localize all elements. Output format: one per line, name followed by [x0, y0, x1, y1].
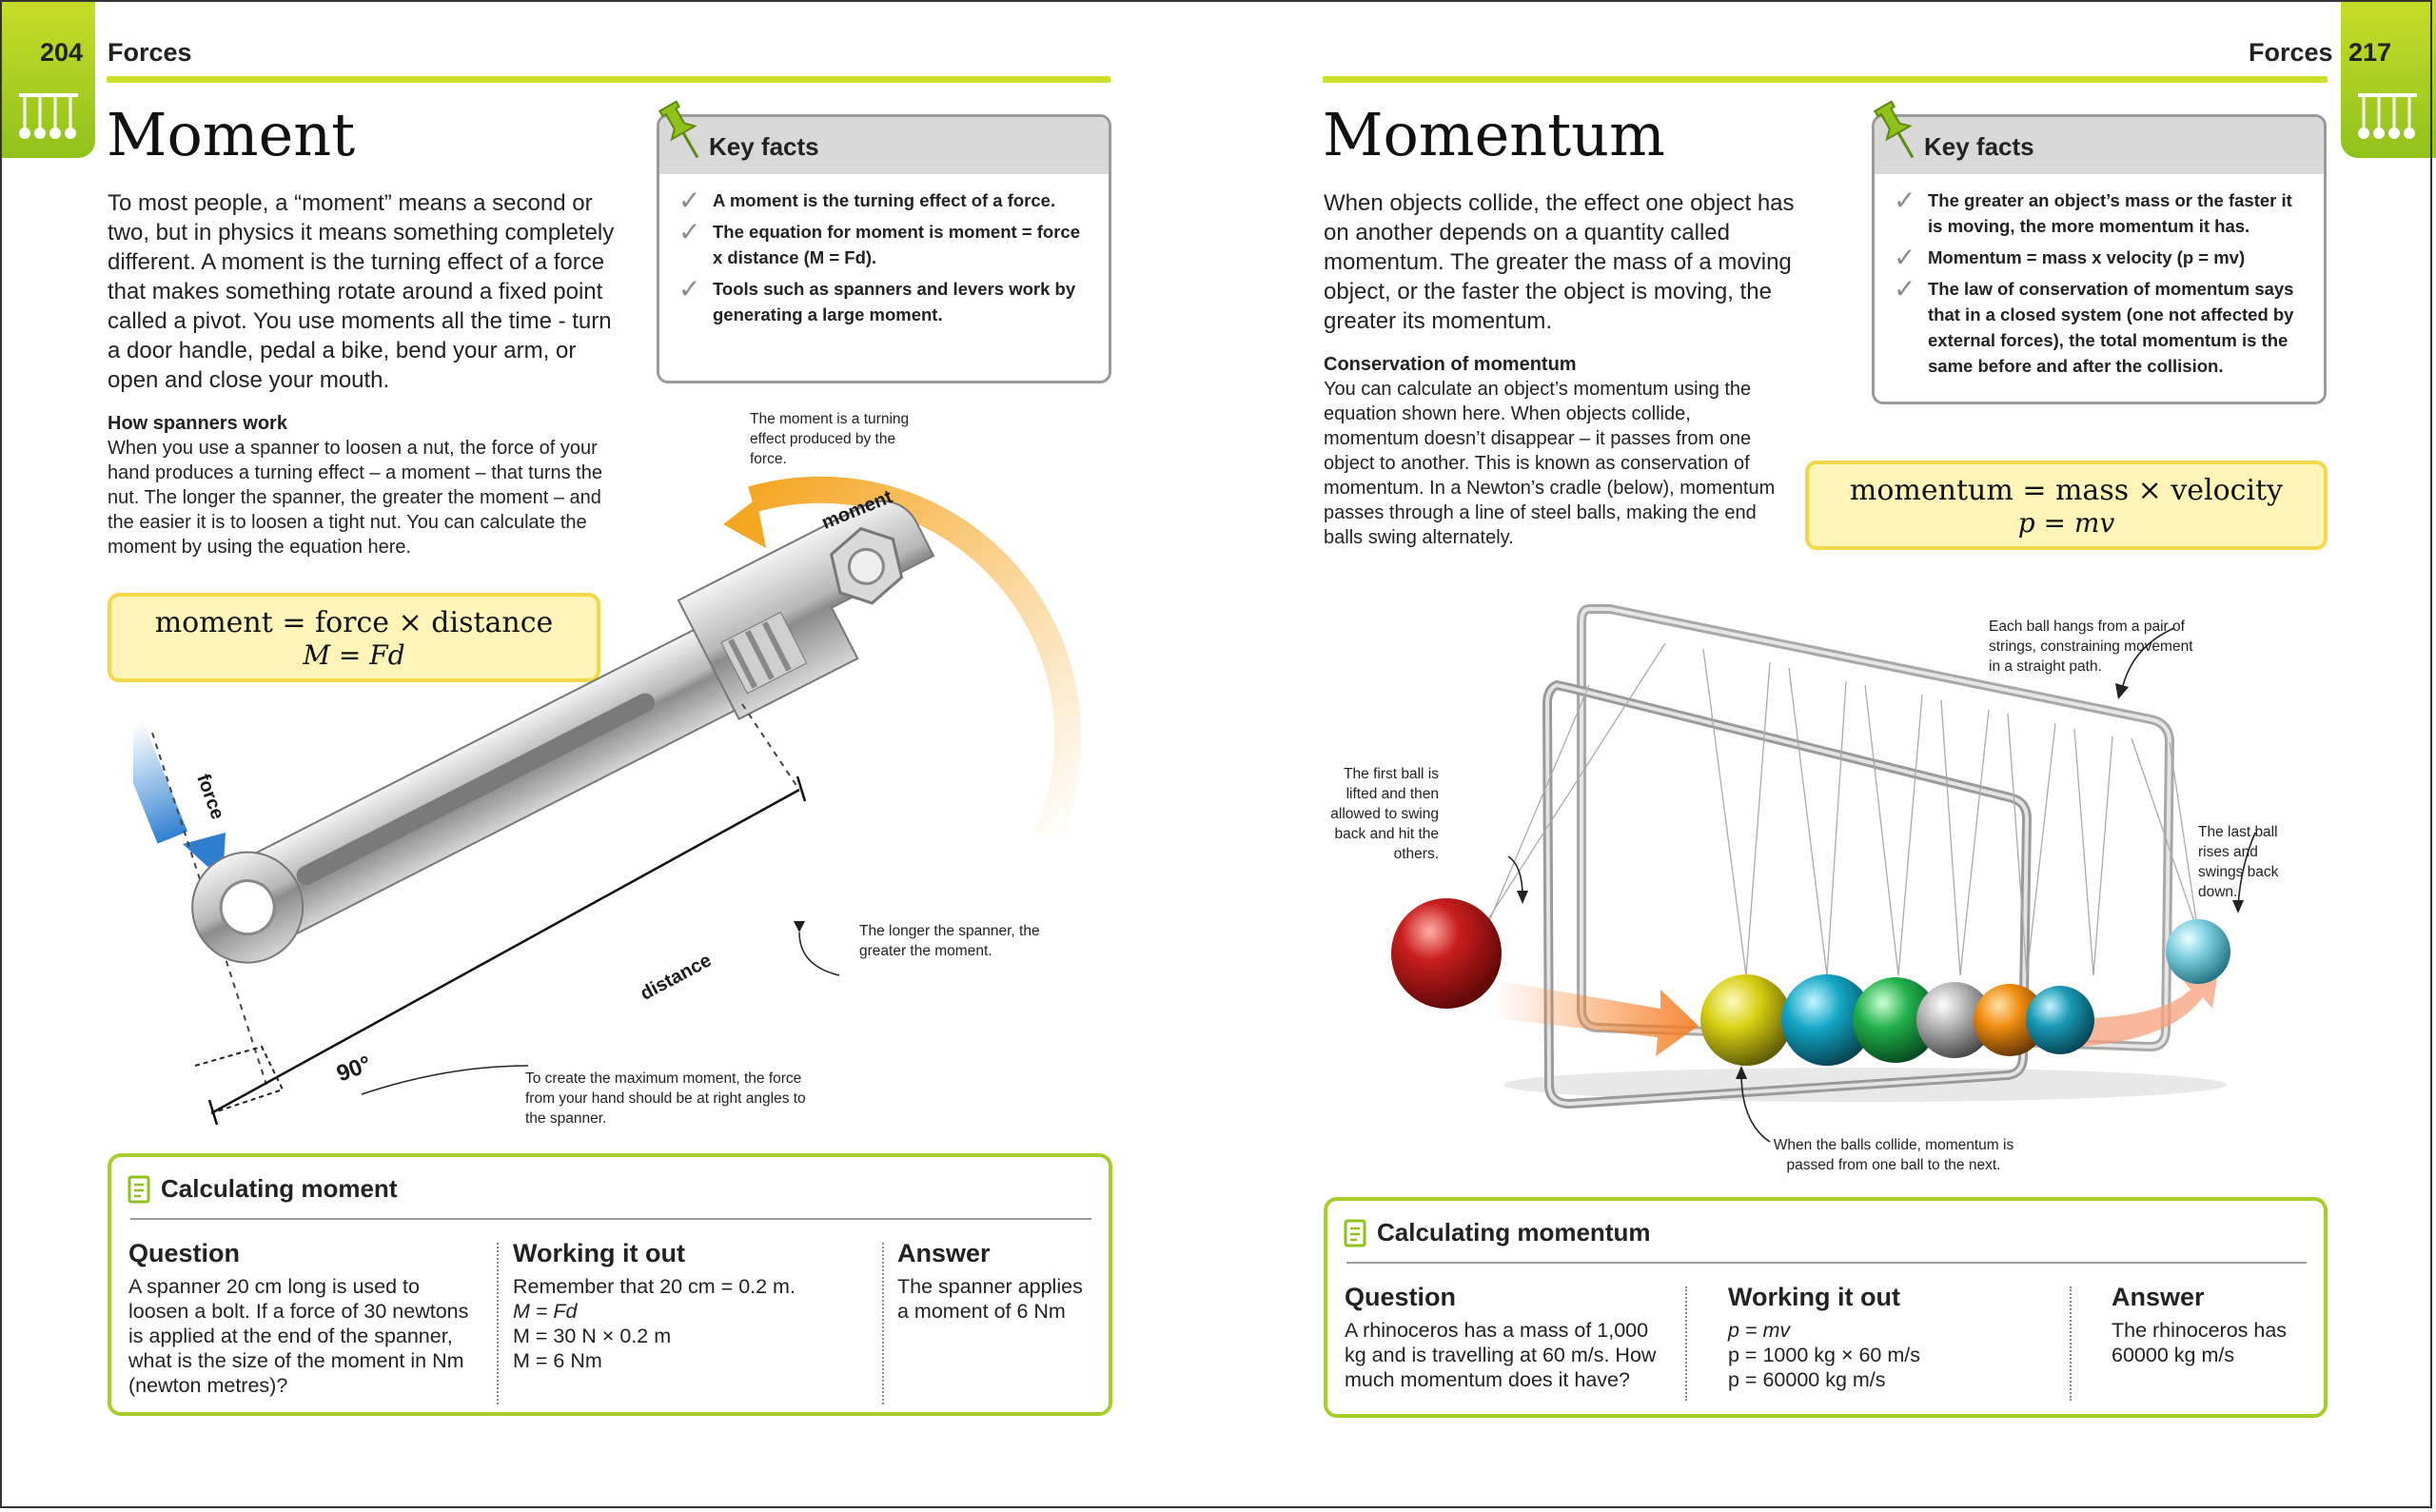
calc-working-line: Remember that 20 cm = 0.2 m.	[513, 1275, 796, 1298]
left-intro-text: To most people, a “moment” means a secon…	[108, 190, 615, 393]
spanner-image	[191, 500, 935, 964]
calc-working-line: M = 6 Nm	[513, 1349, 602, 1372]
calc-working-line: p = mv	[1728, 1319, 1791, 1342]
left-page-number: 204	[40, 38, 84, 67]
left-section-label: Forces	[108, 38, 192, 67]
calc-momentum-title: Calculating momentum	[1377, 1218, 1651, 1247]
right-header-rule	[1323, 76, 2328, 83]
left-header-rule	[107, 76, 1110, 83]
check-icon: ✓	[678, 186, 701, 215]
left-key-facts-box: Key facts ✓A moment is the turning effec…	[657, 114, 1111, 383]
calc-answer-column: Answer The rhinoceros has 60000 kg m/s	[2112, 1283, 2311, 1367]
calc-question-text: A rhinoceros has a mass of 1,000 kg and …	[1345, 1319, 1657, 1391]
left-key-fact: ✓A moment is the turning effect of a for…	[678, 186, 1056, 215]
calc-working-line: p = 1000 kg × 60 m/s	[1728, 1344, 1920, 1366]
newtons-cradle-icon	[2358, 93, 2417, 139]
check-icon: ✓	[1894, 186, 1916, 215]
moment-caption: The moment is a turning effect produced …	[750, 411, 910, 467]
green-ball	[1853, 977, 1938, 1063]
calc-working-line: M = Fd	[513, 1300, 578, 1323]
right-key-facts-box: Key facts ✓The greater an object’s mass …	[1872, 114, 2327, 404]
end-ball	[2166, 919, 2230, 984]
moment-equation-box: moment = force × distance M = Fd	[108, 593, 600, 682]
left-subtext: When you use a spanner to loosen a nut, …	[108, 438, 602, 558]
calc-moment-title: Calculating moment	[161, 1174, 398, 1203]
right-key-fact: ✓The law of conservation of momentum say…	[1894, 274, 2294, 377]
right-chapter-tab	[2341, 0, 2436, 158]
moment-equation: moment = force × distance	[154, 606, 554, 639]
calculating-moment-box: Calculating moment Question A spanner 20…	[108, 1153, 1112, 1416]
right-intro-text: When objects collide, the effect one obj…	[1324, 190, 1795, 334]
first-ball-caption: The first ball is lifted and then allowe…	[1330, 766, 1439, 862]
moment-arrowhead	[723, 499, 766, 548]
right-key-fact: ✓The greater an object’s mass or the fas…	[1894, 186, 2292, 237]
teal-ball	[2026, 986, 2094, 1054]
moment-arc	[748, 476, 1082, 843]
calc-working-heading: Working it out	[1728, 1283, 1900, 1311]
calc-question-heading: Question	[128, 1239, 241, 1267]
longer-spanner-caption: The longer the spanner, the greater the …	[859, 923, 1040, 959]
left-subhead: How spanners work	[108, 413, 287, 434]
newtons-cradle-diagram	[1391, 604, 2256, 1143]
left-key-fact: ✓Tools such as spanners and levers work …	[678, 274, 1076, 325]
right-page-number: 217	[2348, 38, 2392, 67]
silver-ball	[1916, 982, 1993, 1058]
calc-question-text: A spanner 20 cm long is used to loosen a…	[128, 1275, 469, 1397]
left-key-fact: ✓The equation for moment is moment = for…	[678, 217, 1080, 268]
calc-working-column: Working it out Remember that 20 cm = 0.2…	[513, 1239, 865, 1373]
right-section-label: Forces	[2249, 38, 2333, 67]
calc-working-column: Working it out p = mv p = 1000 kg × 60 m…	[1728, 1283, 2052, 1392]
orange-ball	[1974, 984, 2046, 1056]
yellow-ball	[1700, 974, 1792, 1066]
calc-answer-text: The spanner applies a moment of 6 Nm	[897, 1275, 1083, 1323]
momentum-arrow-out	[2074, 966, 2219, 1047]
calc-working-line: M = 30 N × 0.2 m	[513, 1325, 672, 1347]
force-arrow-shaft	[133, 721, 188, 844]
calc-question-column: Question A spanner 20 cm long is used to…	[128, 1239, 481, 1398]
calc-question-heading: Question	[1345, 1283, 1457, 1311]
calc-working-heading: Working it out	[513, 1239, 685, 1267]
pushpin-icon	[658, 100, 699, 159]
calc-answer-column: Answer The spanner applies a moment of 6…	[897, 1239, 1097, 1324]
check-icon: ✓	[1894, 243, 1916, 272]
calc-answer-heading: Answer	[897, 1239, 991, 1267]
calc-working-line: p = 60000 kg m/s	[1728, 1368, 1886, 1391]
calc-question-column: Question A rhinoceros has a mass of 1,00…	[1345, 1283, 1673, 1392]
calc-answer-text: The rhinoceros has 60000 kg m/s	[2112, 1319, 2288, 1366]
right-key-facts-heading: Key facts	[1875, 117, 2324, 174]
check-icon: ✓	[1894, 274, 1916, 304]
momentum-equation-symbols: p = mv	[2017, 507, 2115, 539]
moment-equation-symbols: M = Fd	[303, 639, 405, 671]
last-ball-caption: The last ball rises and swings back down…	[2198, 824, 2279, 900]
cyan-ball	[1781, 974, 1873, 1066]
right-key-fact: ✓Momentum = mass x velocity (p = mv)	[1894, 243, 2246, 272]
right-subhead: Conservation of momentum	[1324, 354, 1577, 375]
calc-answer-heading: Answer	[2112, 1283, 2205, 1311]
check-icon: ✓	[678, 274, 701, 304]
collide-caption: When the balls collide, momentum is pass…	[1773, 1137, 2014, 1173]
pushpin-icon	[1873, 100, 1915, 159]
check-icon: ✓	[678, 217, 701, 246]
spanner-diagram	[133, 476, 1082, 1126]
left-key-facts-heading: Key facts	[659, 117, 1109, 174]
left-page-title: Moment	[107, 100, 356, 169]
red-ball	[1391, 898, 1502, 1009]
momentum-equation-box: momentum = mass × velocity p = mv	[1805, 461, 2328, 550]
calculating-momentum-box: Calculating momentum Question A rhinocer…	[1324, 1197, 2328, 1418]
calculator-icon	[128, 1175, 150, 1204]
max-moment-caption: To create the maximum moment, the force …	[525, 1070, 806, 1127]
newtons-cradle-icon	[19, 93, 78, 139]
calculator-icon	[1344, 1219, 1366, 1247]
strings-caption: Each ball hangs from a pair of strings, …	[1989, 619, 2193, 675]
momentum-arrow-in	[1494, 980, 1699, 1056]
momentum-equation: momentum = mass × velocity	[1849, 474, 2284, 507]
right-subtext: You can calculate an object’s momentum u…	[1324, 379, 1776, 548]
left-chapter-tab	[0, 0, 95, 158]
right-page-title: Momentum	[1323, 100, 1665, 169]
